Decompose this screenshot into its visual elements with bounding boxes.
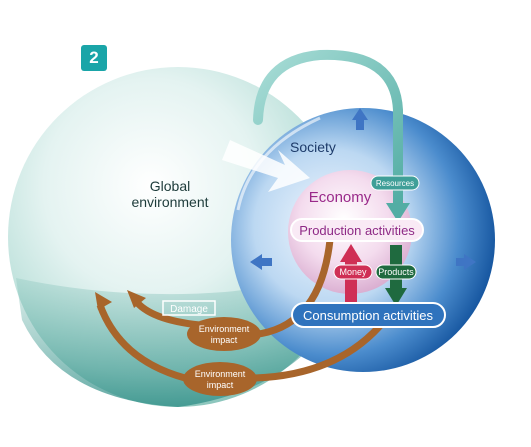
resources-tag: [370, 175, 420, 191]
products-tag: [375, 264, 417, 280]
impact1-label-2: impact: [211, 335, 238, 345]
society-label: Society: [290, 139, 336, 155]
impact2-label-1: Environment: [195, 369, 246, 379]
global-environment-label-1: Global: [150, 178, 190, 194]
products-label: Products: [378, 267, 414, 277]
money-tag: [333, 264, 373, 280]
consumption-pill: [291, 302, 446, 328]
production-label: Production activities: [299, 223, 415, 238]
inflow-arrow: [222, 140, 310, 192]
money-label: Money: [339, 267, 367, 277]
resources-label: Resources: [376, 179, 414, 188]
arrow-left-icon: [250, 254, 272, 270]
impact-bubble-1: [187, 317, 261, 351]
arrow-right-icon: [456, 254, 476, 270]
global-environment-label-2: environment: [131, 194, 208, 210]
arrow-up-icon: [352, 108, 368, 130]
consumption-label: Consumption activities: [303, 308, 434, 323]
economy-label: Economy: [309, 189, 372, 206]
damage-label: Damage: [170, 304, 208, 315]
impact-bubble-2: [183, 362, 257, 396]
impact2-label-2: impact: [207, 380, 234, 390]
production-pill: [290, 218, 424, 242]
figure-number-badge: 2: [81, 45, 107, 71]
damage-tag: [162, 300, 216, 316]
impact-arrows: [95, 239, 388, 382]
impact1-label-1: Environment: [199, 324, 250, 334]
resources-arrow: [253, 49, 410, 222]
